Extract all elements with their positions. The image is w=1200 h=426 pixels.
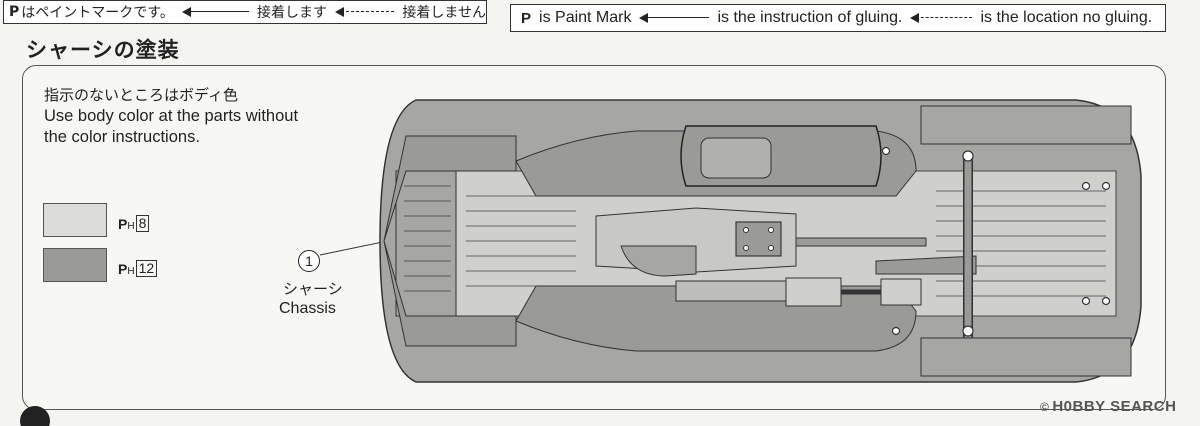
color-swatch-h12 [43, 248, 107, 282]
legend-paint-text: はペイントマークです。 [21, 5, 174, 21]
chassis-diagram [379, 99, 1142, 383]
front-crossmember [395, 170, 457, 317]
legend-english: P is Paint Mark is the instruction of gl… [510, 4, 1166, 32]
paint-mark-icon: P [9, 4, 20, 20]
legend-no-glue-text: is the location no gluing. [980, 9, 1153, 26]
front-side-rail-lower [383, 240, 517, 347]
paint-series: H [127, 221, 135, 232]
part-number-badge: 1 [298, 250, 320, 272]
paint-code-h12: P H 12 [118, 260, 158, 277]
glue-arrow-icon [639, 13, 710, 23]
no-glue-arrow-icon [910, 13, 973, 23]
note-japanese: 指示のないところはボディ色 [44, 86, 238, 104]
note-english-line-2: the color instructions. [44, 128, 200, 146]
paint-series: H [127, 266, 135, 277]
paint-number: 8 [135, 215, 150, 232]
fuel-tank-pad [700, 137, 772, 179]
paint-mark-icon: P [521, 9, 532, 27]
front-ribs [404, 185, 451, 292]
section-title: シャーシの塗装 [26, 38, 180, 62]
note-english-line-1: Use body color at the parts without [44, 107, 299, 125]
gearbox-plate [735, 221, 782, 257]
legend-glue-text: is the instruction of gluing. [717, 9, 903, 26]
color-swatch-h8 [43, 203, 107, 237]
driveshaft [795, 237, 927, 247]
glue-arrow-icon [181, 7, 250, 17]
rear-lower-panel [920, 337, 1132, 377]
no-glue-arrow-icon [334, 7, 395, 17]
legend-japanese: P はペイントマークです。 接着します 接着しません [3, 0, 487, 24]
legend-no-glue-text: 接着しません [402, 5, 486, 21]
next-step-badge [20, 406, 50, 426]
exhaust-headers [675, 280, 797, 302]
legend-glue-text: 接着します [256, 5, 327, 21]
mount-holes [481, 146, 1111, 337]
paint-number: 12 [135, 260, 158, 277]
legend-paint-text: is Paint Mark [539, 9, 632, 26]
copyright-icon: © [1040, 399, 1050, 414]
rear-axle-bracket [875, 255, 977, 275]
part-name-english: Chassis [279, 300, 336, 317]
exhaust-muffler-front [785, 277, 842, 307]
watermark-text: H0BBY SEARCH [1052, 398, 1177, 415]
rear-upper-panel [920, 105, 1132, 145]
watermark: © H0BBY SEARCH [1040, 398, 1176, 415]
part-name-japanese: シャーシ [283, 280, 343, 298]
gearbox-bolts [743, 227, 774, 251]
paint-mark-icon: P [118, 261, 128, 277]
exhaust-muffler-rear [880, 278, 922, 306]
paint-code-h8: P H 8 [118, 215, 150, 232]
oil-pan [620, 245, 697, 277]
paint-mark-icon: P [118, 216, 128, 232]
front-side-rail-upper [383, 135, 517, 242]
front-floor-ribs [466, 195, 576, 287]
note-english: Use body color at the parts without the … [44, 106, 344, 148]
